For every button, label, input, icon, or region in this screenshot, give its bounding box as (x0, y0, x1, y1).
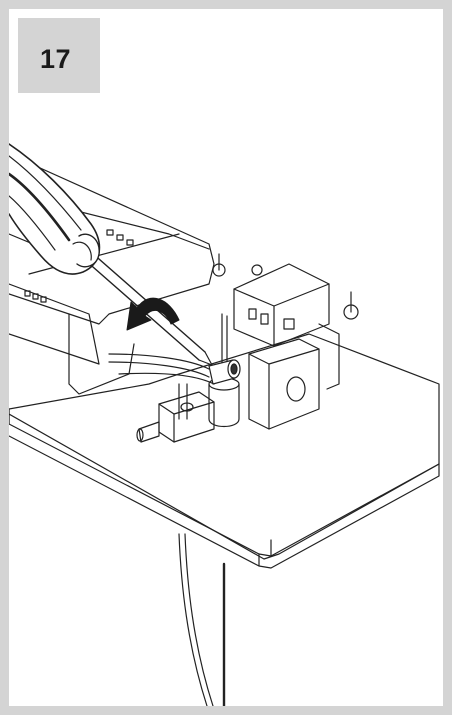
step-badge: 17 (18, 18, 100, 93)
terminal-block (212, 253, 359, 390)
installation-illustration (9, 143, 440, 706)
rotate-counterclockwise-arrow-icon (126, 297, 180, 331)
lower-connector (136, 391, 215, 443)
cables (108, 353, 215, 420)
step-number: 17 (40, 44, 72, 74)
mounting-bracket (248, 338, 320, 430)
screwdriver-icon (9, 143, 213, 366)
mounting-plate (9, 333, 440, 569)
screw-terminal-icon (208, 359, 241, 385)
wall-pipe (178, 533, 226, 706)
